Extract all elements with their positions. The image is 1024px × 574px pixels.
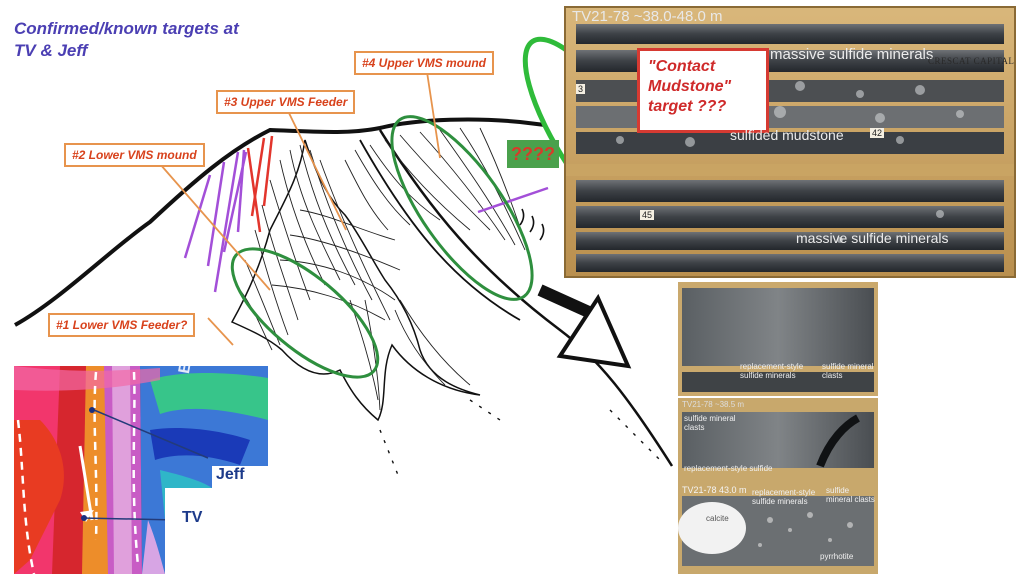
page-title: Confirmed/known targets at TV & Jeff — [14, 19, 239, 60]
panel2-label-replacement: replacement-style sulfide — [684, 464, 773, 473]
core-row-tag-2: 42 — [870, 128, 885, 138]
terrain-slope-inner — [359, 139, 521, 321]
panel3-header: TV21-78 43.0 m — [682, 485, 747, 495]
unknown-marker: ???? — [507, 140, 559, 168]
core-top-label-mudstone: sulfided mudstone — [730, 127, 844, 143]
panel2-header: TV21-78 ~38.5 m — [682, 400, 745, 409]
callout-upper-vms-mound: #4 Upper VMS mound — [354, 51, 495, 75]
drill-holes-red — [246, 135, 274, 233]
core-row-tag-3: 45 — [640, 210, 655, 220]
drill-holes-purple — [183, 149, 549, 293]
panel3-label-calcite: calcite — [706, 514, 729, 523]
panel1-label-clasts: sulfide mineral clasts — [822, 362, 874, 380]
map-label-jeff: Jeff — [216, 466, 245, 483]
callout-lower-vms-feeder: #1 Lower VMS Feeder? — [48, 313, 196, 337]
contact-mudstone-target: "Contact Mudstone" target ??? — [637, 48, 769, 133]
core-photos-right — [678, 282, 878, 574]
core-row-tag-1: 3 — [576, 84, 586, 94]
panel3-label-replacement: replacement-style sulfide minerals — [752, 488, 816, 506]
panel1-label-replacement: replacement-style sulfide minerals — [740, 362, 804, 380]
core-top-label-massive-1: massive sulfide minerals — [770, 46, 934, 63]
drill-arrow — [535, 281, 632, 369]
ridge-arcs — [519, 208, 545, 241]
panel3-label-clasts: sulfide mineral clasts — [826, 486, 875, 504]
callout-lower-vms-mound: #2 Lower VMS mound — [64, 143, 205, 167]
panel3-label-pyrrhotite: pyrrhotite — [820, 552, 854, 561]
panel2-label-clasts: sulfide mineral clasts — [684, 414, 736, 432]
core-top-label-massive-2: massive sulfide minerals — [796, 230, 949, 246]
callout-upper-vms-feeder: #3 Upper VMS Feeder — [216, 90, 356, 114]
crescat-logo: CRESCAT CAPITAL — [928, 56, 1015, 66]
map-label-tv: TV — [182, 509, 203, 526]
core-top-header: TV21-78 ~38.0-48.0 m — [572, 8, 723, 25]
dashed-trails — [379, 399, 661, 481]
callout-leaders — [159, 71, 441, 346]
terrain-slope — [378, 129, 674, 467]
